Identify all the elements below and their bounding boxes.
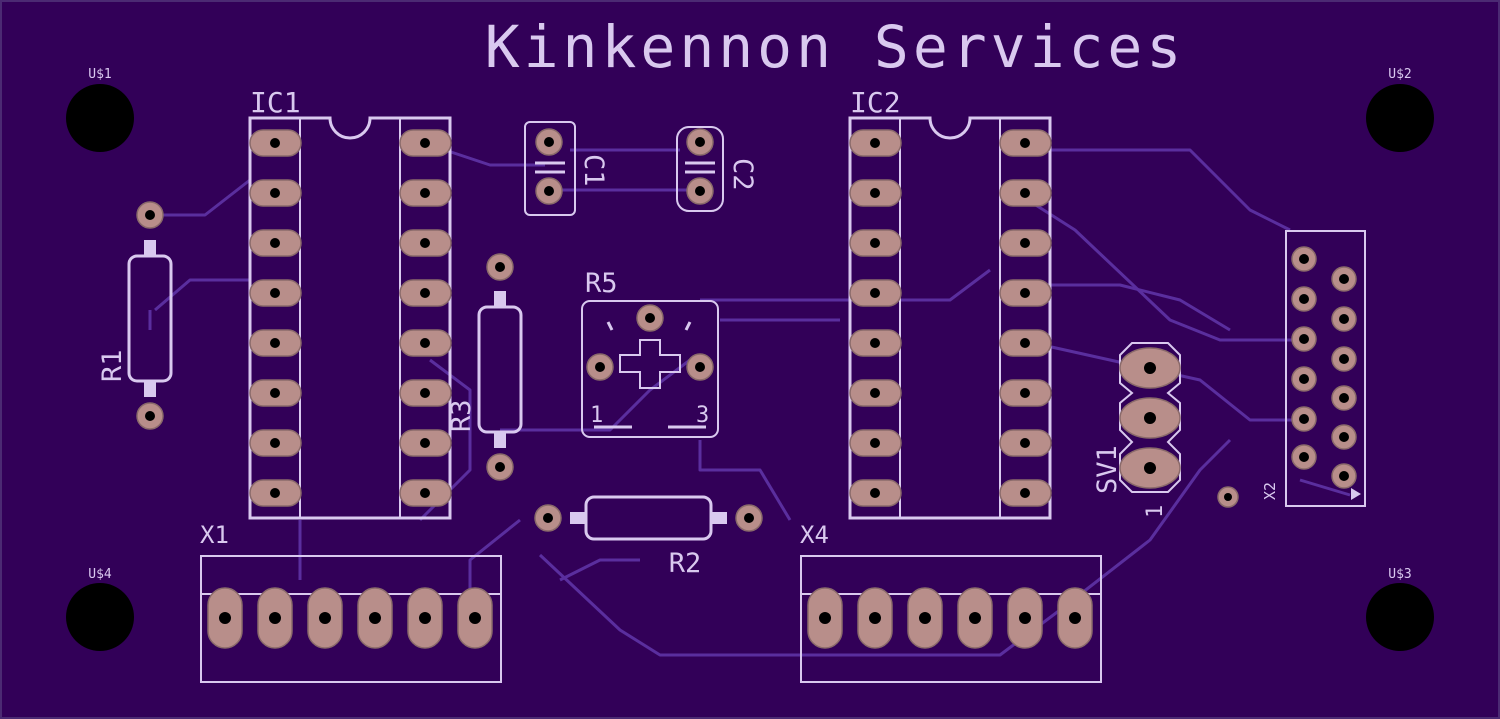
r3-footprint: R3 [446,253,523,481]
x1-label: X1 [200,521,229,549]
sv1-pin1-label: 1 [1143,505,1168,518]
ic2-pads [849,129,1052,507]
mounting-hole-label-u2: U$2 [1388,67,1411,82]
r5-pin3-label: 3 [696,403,709,428]
ic2-footprint: IC2 [848,86,1052,520]
mounting-hole-u3: U$3 [1366,567,1434,651]
c2-footprint: C2 [676,126,758,212]
mounting-hole-label-u3: U$3 [1388,567,1411,582]
r1-label: R1 [97,349,128,382]
x1-footprint: X1 [200,521,502,683]
sv1-label: SV1 [1092,445,1123,494]
r5-footprint: R5 1 3 [581,268,719,438]
r2-footprint: R2 [534,495,763,579]
r5-label: R5 [585,268,618,299]
mounting-hole-label-u1: U$1 [88,67,111,82]
r1-footprint: R1 [97,201,173,430]
x2-label: X2 [1261,482,1279,500]
mounting-hole-u2: U$2 [1366,67,1434,152]
mounting-hole-u4: U$4 [66,567,134,651]
c1-footprint: C1 [524,121,609,216]
x4-label: X4 [800,521,829,549]
ic1-footprint: IC1 [248,86,452,520]
mounting-hole-u1: U$1 [66,67,134,152]
ic1-pads [249,129,452,507]
c1-label: C1 [578,154,609,187]
r2-label: R2 [669,548,702,579]
c2-label: C2 [727,158,758,191]
r3-label: R3 [446,399,477,432]
sv1-footprint: SV1 1 [1092,342,1181,518]
mounting-hole-label-u4: U$4 [88,567,112,582]
board-title: Kinkennon Services [485,13,1186,81]
ic1-label: IC1 [250,86,301,119]
ic2-label: IC2 [850,86,901,119]
x4-footprint: X4 [800,521,1102,683]
x2-footprint: X2 [1261,230,1366,507]
via [1217,486,1239,508]
r5-pin1-label: 1 [590,403,603,428]
